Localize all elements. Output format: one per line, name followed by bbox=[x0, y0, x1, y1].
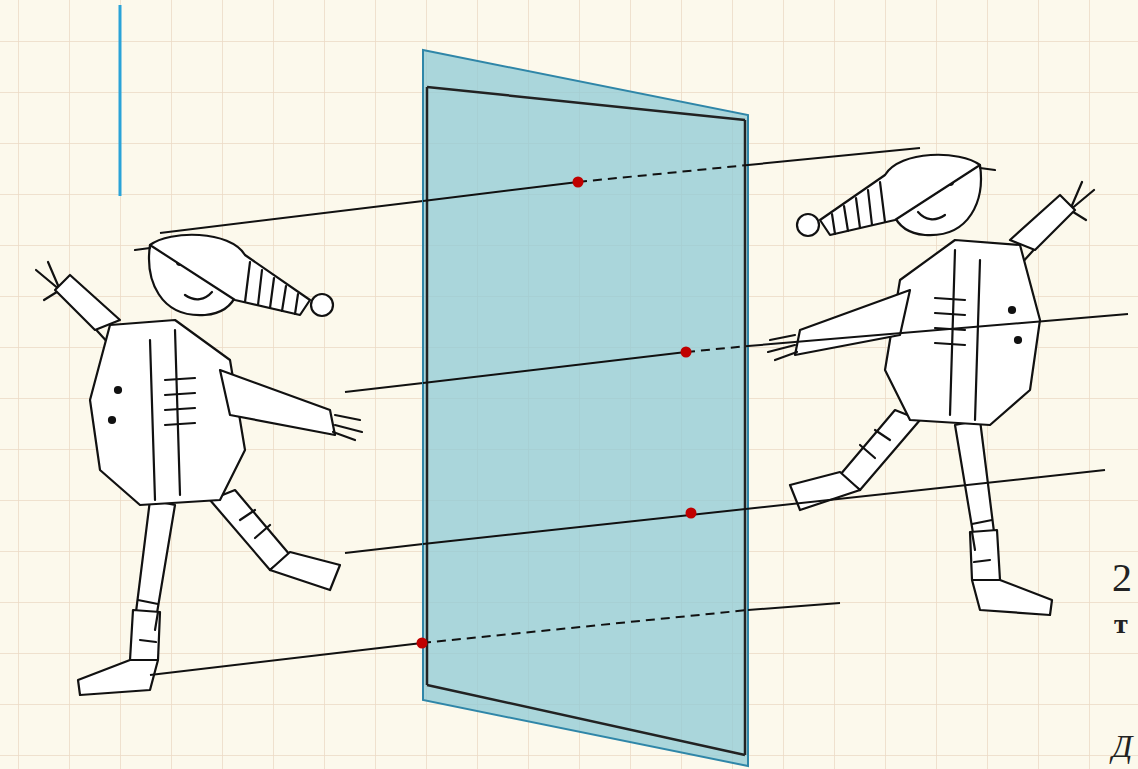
edge-text-fragment: 2 bbox=[1112, 558, 1132, 598]
correspondence-lines bbox=[150, 201, 423, 675]
edge-text-fragment: Д bbox=[1112, 730, 1132, 762]
original-figure bbox=[36, 235, 362, 695]
edge-text-fragment: т bbox=[1114, 610, 1128, 638]
mirror-plane bbox=[423, 50, 748, 766]
mirror-figure bbox=[768, 155, 1094, 615]
symmetry-points bbox=[417, 177, 697, 649]
